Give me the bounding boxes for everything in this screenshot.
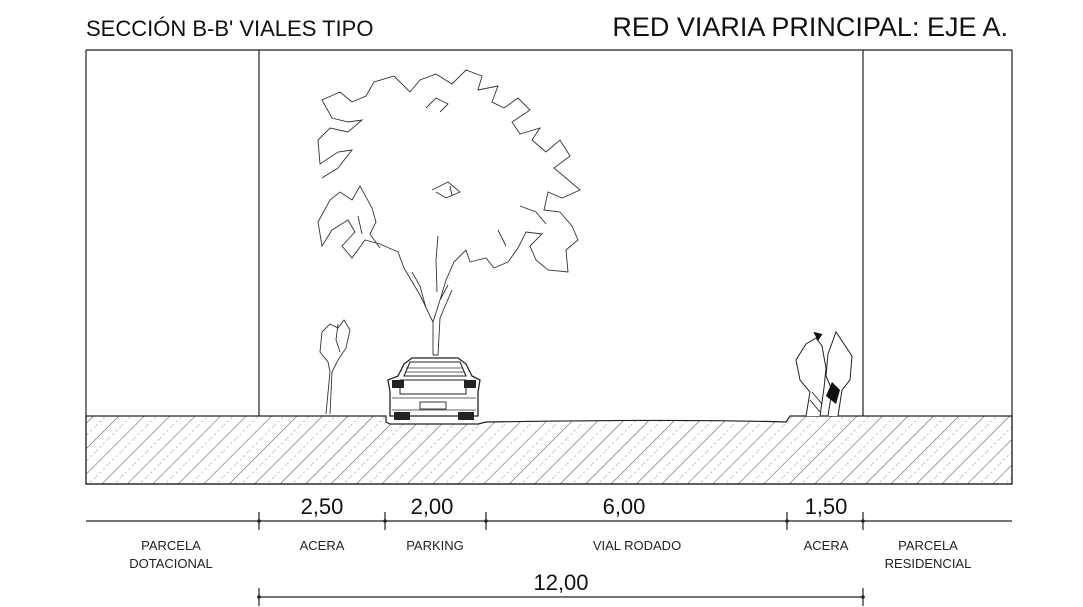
label-acera-left: ACERA [300, 538, 345, 553]
dim-vial-rodado: 6,00 [603, 494, 646, 519]
label-parcela-dotacional-1: PARCELA [141, 538, 201, 553]
dim-parking: 2,00 [411, 494, 454, 519]
label-parcela-residencial-2: RESIDENCIAL [885, 556, 972, 571]
car-icon [387, 357, 481, 420]
label-parcela-residencial-1: PARCELA [898, 538, 958, 553]
dim-acera-right: 1,50 [805, 494, 848, 519]
total-dimension-line [257, 588, 865, 606]
pedestrian-icon [319, 319, 351, 415]
label-vial-rodado: VIAL RODADO [593, 538, 681, 553]
dim-acera-left: 2,50 [301, 494, 344, 519]
section-title: SECCIÓN B-B' VIALES TIPO [86, 16, 373, 41]
label-parcela-dotacional-2: DOTACIONAL [129, 556, 213, 571]
dimension-line [86, 512, 1012, 530]
section-frame [85, 49, 1013, 484]
ground-hatch [85, 415, 1013, 485]
dim-total: 12,00 [533, 570, 588, 595]
label-acera-right: ACERA [804, 538, 849, 553]
tree-icon [317, 69, 581, 356]
network-title: RED VIARIA PRINCIPAL: EJE A. [612, 12, 1008, 42]
pedestrians-couple-icon [795, 330, 853, 417]
label-parking: PARKING [406, 538, 464, 553]
